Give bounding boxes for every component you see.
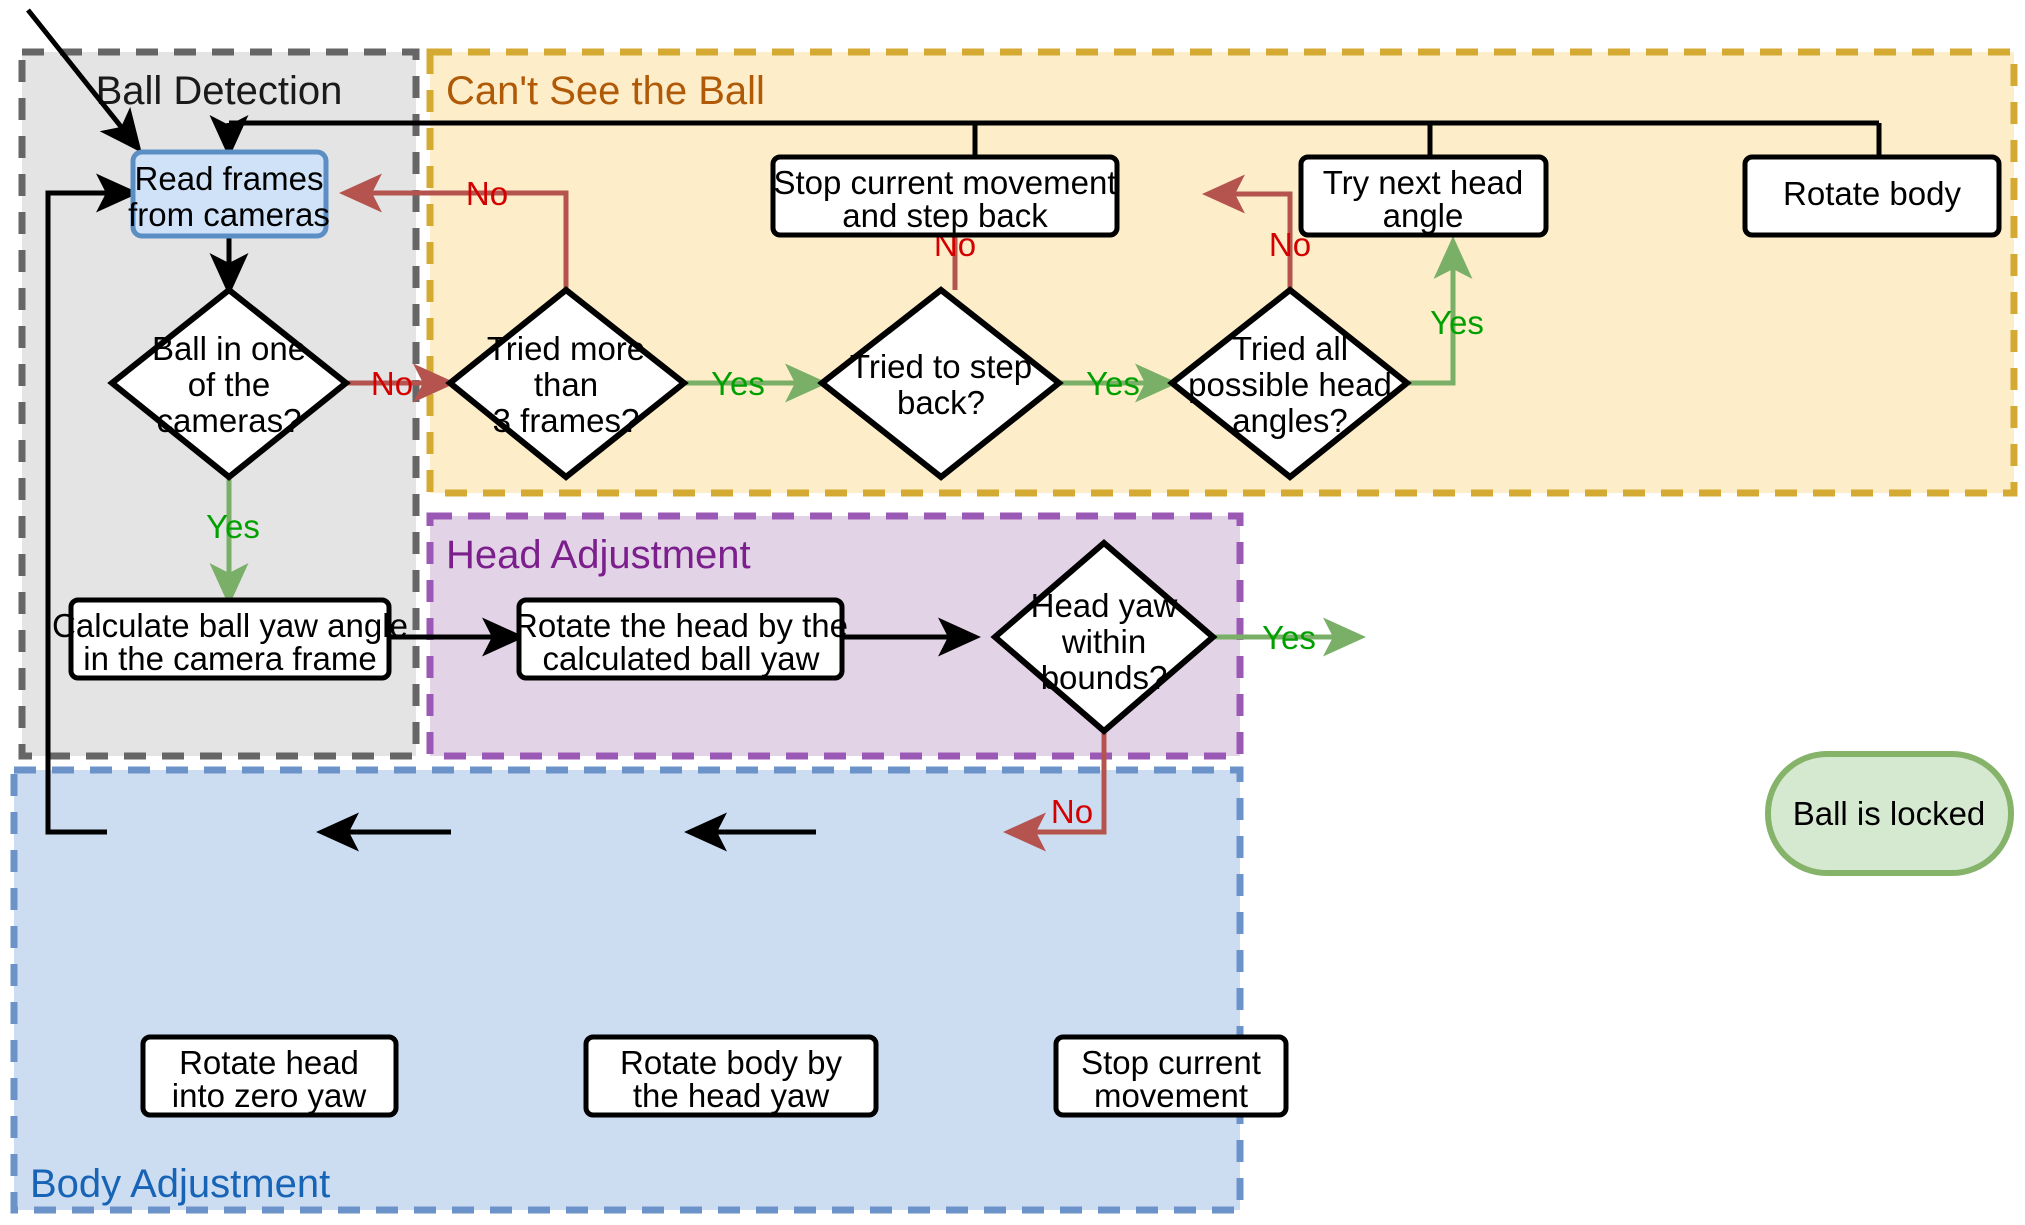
node-text-rotate-body: Rotate body <box>1783 175 1961 212</box>
node-text-read-frames-l2: from cameras <box>128 196 330 233</box>
edge-label-head-angles-yes: Yes <box>1430 304 1484 341</box>
node-rotate-head-by-yaw[interactable]: Rotate the head by the calculated ball y… <box>514 597 848 681</box>
edge-label-head-yaw-yes: Yes <box>1262 619 1316 656</box>
node-text-try-next-head-l2: angle <box>1383 197 1464 234</box>
node-text-head-yaw-l3: bounds? <box>1041 659 1168 696</box>
edge-label-head-yaw-no: No <box>1051 793 1093 830</box>
node-stop-current-movement[interactable]: Stop current movement <box>1053 1034 1289 1118</box>
edge-ballincamera-yes: Yes <box>206 477 260 606</box>
edge-headyaw-yes: Yes <box>1213 617 1366 657</box>
node-text-rotate-head-zero-l2: into zero yaw <box>172 1077 367 1114</box>
node-text-rotate-body-yaw-l1: Rotate body by <box>620 1044 842 1081</box>
node-text-ball-in-camera-l3: cameras? <box>157 402 302 439</box>
group-label-cant-see-the-ball: Can't See the Ball <box>446 69 765 113</box>
node-text-step-back-l2: back? <box>897 384 985 421</box>
node-tried-all-head-angles[interactable]: Tried all possible head angles? <box>1167 286 1412 481</box>
node-rotate-body-by-head-yaw[interactable]: Rotate body by the head yaw <box>583 1034 879 1118</box>
node-text-stop-step-back-l1: Stop current movement <box>774 164 1117 201</box>
node-text-rotate-head-yaw-l1: Rotate the head by the <box>514 607 848 644</box>
node-text-stop-step-back-l2: and step back <box>842 197 1048 234</box>
node-text-rotate-body-yaw-l2: the head yaw <box>633 1077 829 1114</box>
node-head-yaw-within-bounds[interactable]: Head yaw within bounds? <box>990 539 1218 735</box>
node-text-head-yaw-l1: Head yaw <box>1031 587 1178 624</box>
node-text-tried-frames-l3: 3 frames? <box>493 402 640 439</box>
node-ball-in-camera[interactable]: Ball in one of the cameras? <box>107 286 351 481</box>
group-label-body-adjustment: Body Adjustment <box>30 1162 330 1206</box>
node-text-tried-frames-l1: Tried more <box>487 330 645 367</box>
node-stop-and-step-back[interactable]: Stop current movement and step back <box>770 154 1120 238</box>
node-text-head-angles-l2: possible head <box>1188 366 1392 403</box>
edge-top-bus <box>209 114 1882 158</box>
node-text-try-next-head-l1: Try next head <box>1323 164 1524 201</box>
node-tried-more-3-frames[interactable]: Tried more than 3 frames? <box>445 286 689 481</box>
node-text-read-frames-l1: Read frames <box>135 160 324 197</box>
group-body-adjustment: Body Adjustment <box>10 766 1244 1214</box>
node-text-tried-frames-l2: than <box>534 366 598 403</box>
node-text-stop-current-l2: movement <box>1094 1077 1248 1114</box>
edge-label-ball-in-camera-no: No <box>371 365 413 402</box>
node-read-frames[interactable]: Read frames from cameras <box>128 149 330 239</box>
node-text-ball-in-camera-l2: of the <box>188 366 271 403</box>
edge-label-tried-frames-yes: Yes <box>711 365 765 402</box>
node-rotate-body[interactable]: Rotate body <box>1742 154 2002 238</box>
node-text-ball-in-camera-l1: Ball in one <box>152 330 306 367</box>
group-label-ball-detection: Ball Detection <box>96 69 343 113</box>
node-text-stop-current-l1: Stop current <box>1081 1044 1261 1081</box>
edge-headangles-yes: Yes <box>1407 236 1484 386</box>
node-rotate-head-zero-yaw[interactable]: Rotate head into zero yaw <box>140 1034 399 1118</box>
node-text-head-yaw-l2: within <box>1061 623 1146 660</box>
edge-label-step-back-yes: Yes <box>1086 365 1140 402</box>
node-text-step-back-l1: Tried to step <box>850 348 1032 385</box>
edge-label-ball-in-camera-yes: Yes <box>206 508 260 545</box>
node-tried-to-step-back[interactable]: Tried to step back? <box>817 286 1064 481</box>
edge-rotateheadzero-to-readframes <box>45 173 139 835</box>
node-ball-is-locked[interactable]: Ball is locked <box>1765 751 2014 876</box>
group-cant-see-the-ball: Can't See the Ball <box>426 48 2018 497</box>
edge-triedframes-no: No <box>339 173 569 290</box>
edge-label-tried-frames-no: No <box>466 175 508 212</box>
node-text-head-angles-l1: Tried all <box>1232 330 1348 367</box>
edge-triedframes-yes: Yes <box>684 363 828 403</box>
node-text-rotate-head-yaw-l2: calculated ball yaw <box>543 640 820 677</box>
node-text-ball-is-locked: Ball is locked <box>1793 795 1986 832</box>
node-text-head-angles-l3: angles? <box>1232 402 1348 439</box>
node-calc-ball-yaw[interactable]: Calculate ball yaw angle in the camera f… <box>52 597 408 681</box>
node-try-next-head-angle[interactable]: Try next head angle <box>1298 154 1549 238</box>
edge-ballincamera-no: No <box>346 363 456 403</box>
edge-entry-arrow <box>26 8 142 153</box>
node-text-rotate-head-zero-l1: Rotate head <box>179 1044 359 1081</box>
node-text-calc-ball-yaw-l1: Calculate ball yaw angle <box>52 607 408 644</box>
group-label-head-adjustment: Head Adjustment <box>446 533 751 577</box>
edge-steppedback-yes: Yes <box>1059 363 1178 403</box>
edge-headyaw-no: No <box>1003 731 1107 852</box>
node-text-calc-ball-yaw-l2: in the camera frame <box>83 640 376 677</box>
